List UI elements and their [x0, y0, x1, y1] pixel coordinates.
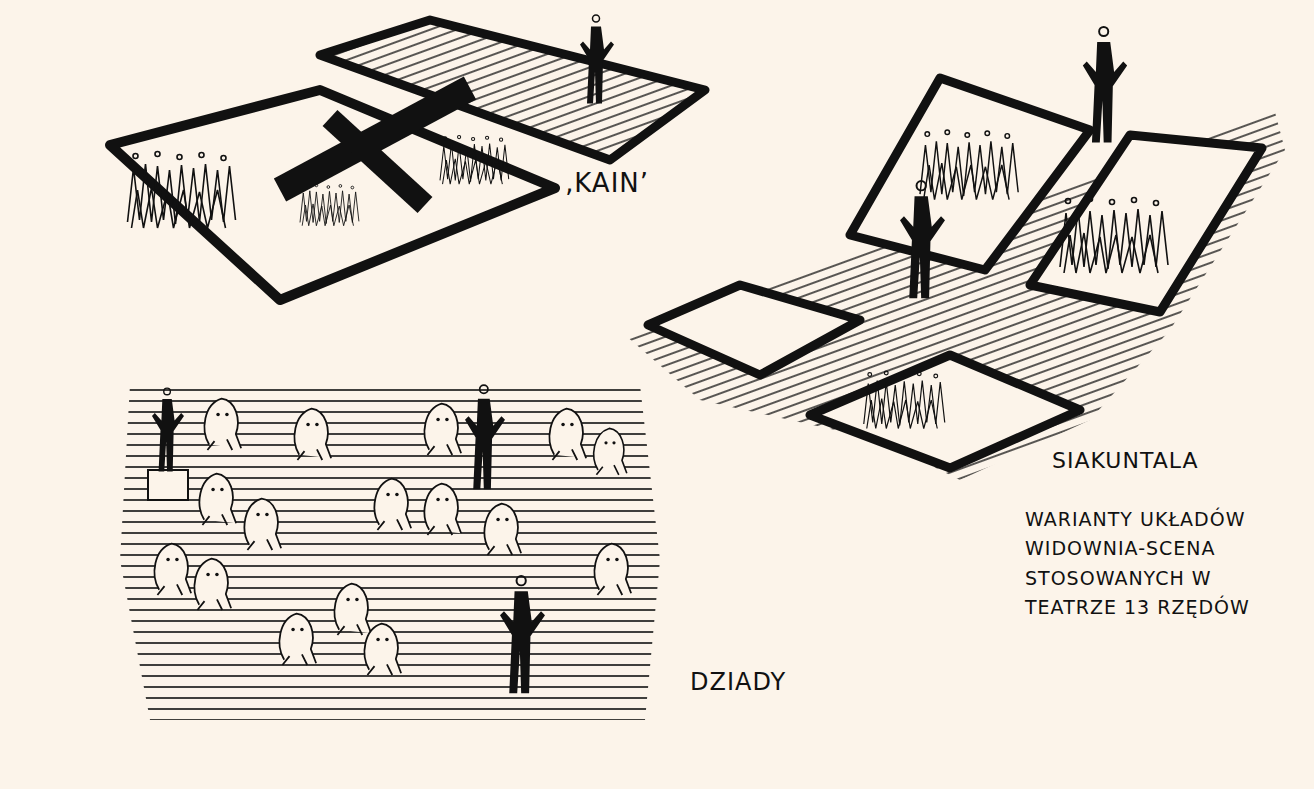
play-title: DZIADY	[690, 668, 870, 697]
play-title: SIAKUNTALA	[1052, 448, 1292, 474]
sketch-note: WARIANTY UKŁADÓW WIDOWNIA-SCENA STOSOWAN…	[1025, 505, 1275, 623]
play-title: ‚KAIN’	[565, 168, 725, 199]
